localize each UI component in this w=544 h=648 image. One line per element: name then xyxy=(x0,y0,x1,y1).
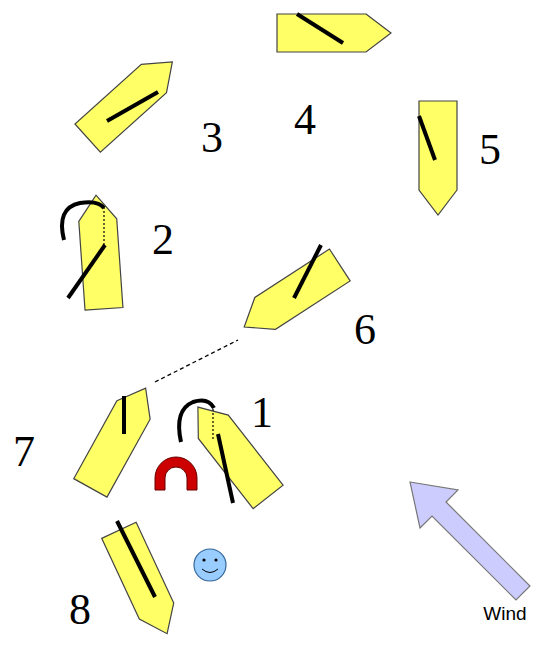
boat xyxy=(277,14,391,52)
callout-number: 4 xyxy=(294,98,316,142)
wind-arrow xyxy=(410,482,530,600)
boat xyxy=(419,101,457,215)
callout-number: 8 xyxy=(69,588,91,632)
mark-symbol xyxy=(155,457,197,490)
callout-number: 2 xyxy=(152,218,174,262)
boat xyxy=(234,245,350,343)
callout-number: 6 xyxy=(354,308,376,352)
boat xyxy=(75,48,185,153)
smiley-symbol xyxy=(194,549,226,581)
boat xyxy=(62,194,123,310)
wind-label: Wind xyxy=(483,604,526,623)
callout-number: 3 xyxy=(201,116,223,160)
boat xyxy=(102,521,185,642)
callout-number: 7 xyxy=(13,430,35,474)
callout-number: 1 xyxy=(251,391,273,435)
boat xyxy=(74,379,163,497)
dashed-line xyxy=(155,340,238,382)
callout-number: 5 xyxy=(479,128,501,172)
